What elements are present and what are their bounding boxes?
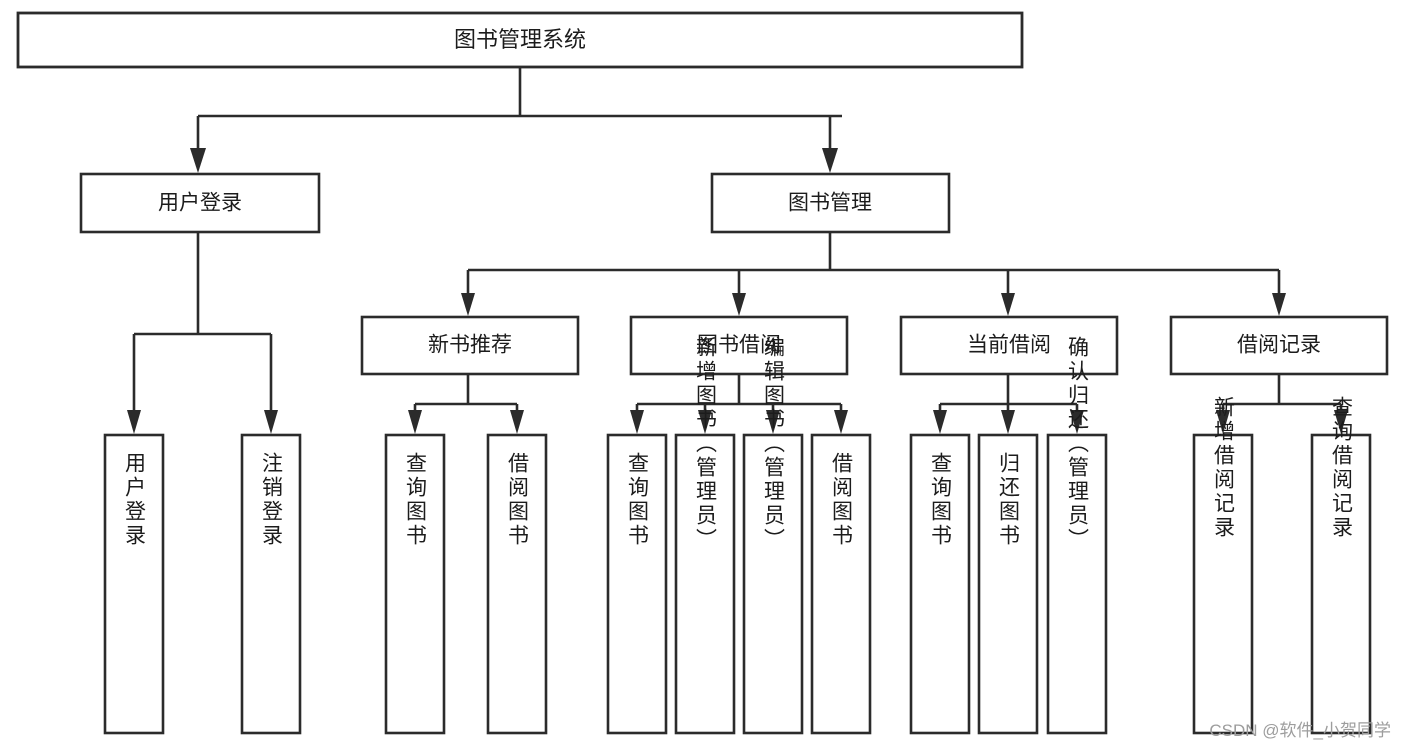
node-new-book-recommend[interactable]: 新书推荐 (360, 315, 580, 376)
node-leaf-edit-book-label: 编辑图书（管理员） (762, 336, 786, 552)
arrowhead-leaf-edit-book (766, 410, 780, 434)
node-leaf-add-book[interactable]: 新增图书（管理员） (674, 336, 736, 735)
node-leaf-query-book-1[interactable]: 查询图书 (384, 433, 446, 735)
node-leaf-confirm-return-label: 确认归还（管理员） (1066, 336, 1090, 552)
edges-group (127, 67, 1348, 434)
node-current-borrow[interactable]: 当前借阅 (899, 315, 1119, 376)
node-current-borrow-box[interactable] (899, 315, 1119, 376)
arrowhead-leaf-logout (264, 410, 278, 434)
arrowhead-leaf-borrow-book-1 (510, 410, 524, 434)
arrowhead-leaf-confirm-return (1070, 410, 1084, 434)
node-leaf-query-book-3[interactable]: 查询图书 (909, 433, 971, 735)
node-leaf-confirm-return-box[interactable] (1046, 433, 1108, 735)
node-leaf-query-record-label: 查询借阅记录 (1330, 396, 1354, 540)
node-root-label: 图书管理系统 (454, 27, 586, 52)
node-new-book-recommend-box[interactable] (360, 315, 580, 376)
arrowhead-user-login (190, 148, 206, 173)
node-leaf-logout-box[interactable] (240, 433, 302, 735)
node-leaf-borrow-book-1[interactable]: 借阅图书 (486, 433, 548, 735)
node-leaf-add-record-label: 新增借阅记录 (1212, 396, 1236, 540)
arrowhead-new-book (461, 293, 475, 316)
node-leaf-query-book-2-label: 查询图书 (626, 452, 650, 548)
node-leaf-logout-label: 注销登录 (260, 452, 284, 548)
node-leaf-add-book-label: 新增图书（管理员） (694, 336, 718, 552)
node-leaf-user-login-box[interactable] (103, 433, 165, 735)
arrowhead-leaf-return-book (1001, 410, 1015, 434)
arrowhead-leaf-query-book-2 (630, 410, 644, 434)
node-leaf-query-book-1-label: 查询图书 (404, 452, 428, 548)
node-leaf-borrow-book-2[interactable]: 借阅图书 (810, 433, 872, 735)
node-leaf-add-record[interactable]: 新增借阅记录 (1192, 396, 1254, 735)
node-root-box[interactable] (16, 11, 1024, 69)
node-book-manage-label: 图书管理 (788, 192, 872, 215)
arrowhead-leaf-borrow-book-2 (834, 410, 848, 434)
node-leaf-query-book-2[interactable]: 查询图书 (606, 433, 668, 735)
node-book-manage[interactable]: 图书管理 (710, 172, 951, 234)
arrowhead-current-borrow (1001, 293, 1015, 316)
node-leaf-query-book-3-box[interactable] (909, 433, 971, 735)
arrowhead-borrow-record (1272, 293, 1286, 316)
node-leaf-add-record-box[interactable] (1192, 433, 1254, 735)
node-leaf-edit-book[interactable]: 编辑图书（管理员） (742, 336, 804, 735)
node-new-book-recommend-label: 新书推荐 (428, 334, 512, 357)
node-leaf-user-login[interactable]: 用户登录 (103, 433, 165, 735)
node-leaf-borrow-book-1-label: 借阅图书 (506, 452, 530, 548)
arrowhead-leaf-query-book-3 (933, 410, 947, 434)
node-user-login[interactable]: 用户登录 (79, 172, 321, 234)
node-leaf-edit-book-box[interactable] (742, 433, 804, 735)
node-leaf-borrow-book-1-box[interactable] (486, 433, 548, 735)
node-leaf-query-book-1-box[interactable] (384, 433, 446, 735)
arrowhead-leaf-query-book-1 (408, 410, 422, 434)
node-leaf-query-record[interactable]: 查询借阅记录 (1310, 396, 1372, 735)
arrowhead-book-borrow (732, 293, 746, 316)
node-user-login-box[interactable] (79, 172, 321, 234)
node-borrow-record-box[interactable] (1169, 315, 1389, 376)
arrowhead-leaf-add-record (1216, 410, 1230, 434)
node-borrow-record[interactable]: 借阅记录 (1169, 315, 1389, 376)
node-leaf-return-book[interactable]: 归还图书 (977, 433, 1039, 735)
node-book-manage-box[interactable] (710, 172, 951, 234)
node-user-login-label: 用户登录 (158, 192, 242, 215)
node-leaf-user-login-label: 用户登录 (123, 452, 147, 548)
node-book-borrow-label: 图书借阅 (697, 334, 781, 357)
node-leaf-borrow-book-2-label: 借阅图书 (830, 452, 854, 548)
node-leaf-confirm-return[interactable]: 确认归还（管理员） (1046, 336, 1108, 735)
arrowhead-leaf-add-book (698, 410, 712, 434)
node-leaf-query-book-2-box[interactable] (606, 433, 668, 735)
node-book-borrow-box[interactable] (629, 315, 849, 376)
node-leaf-add-book-box[interactable] (674, 433, 736, 735)
node-leaf-query-book-3-label: 查询图书 (929, 452, 953, 548)
node-borrow-record-label: 借阅记录 (1237, 334, 1321, 357)
node-book-borrow[interactable]: 图书借阅 (629, 315, 849, 376)
node-leaf-borrow-book-2-box[interactable] (810, 433, 872, 735)
arrowhead-leaf-user-login (127, 410, 141, 434)
node-leaf-return-book-box[interactable] (977, 433, 1039, 735)
node-leaf-query-record-box[interactable] (1310, 433, 1372, 735)
node-leaf-logout[interactable]: 注销登录 (240, 433, 302, 735)
node-leaf-return-book-label: 归还图书 (997, 452, 1021, 548)
node-root[interactable]: 图书管理系统 (16, 11, 1024, 69)
arrowhead-book-manage (822, 148, 838, 173)
node-current-borrow-label: 当前借阅 (967, 334, 1051, 357)
arrowhead-leaf-query-record (1334, 410, 1348, 434)
